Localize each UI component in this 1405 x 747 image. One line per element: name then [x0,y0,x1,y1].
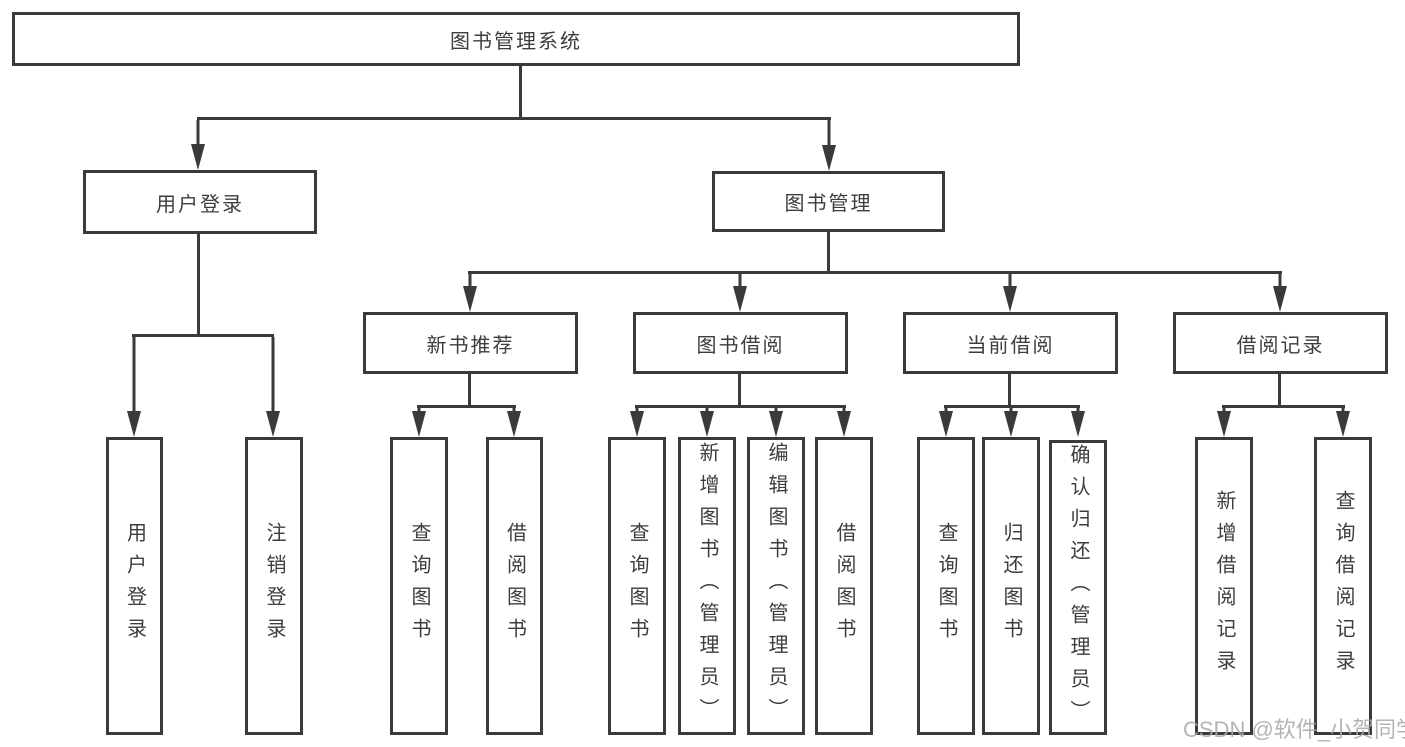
node-label: 借阅记录 [1236,334,1325,357]
node-label: 图书管理系统 [450,30,582,53]
connector-arrow [266,337,280,437]
leaf-query-books-borrow: 查询图书 [608,437,666,735]
leaf-label: 查询图书 [626,522,648,650]
leaf-logout: 注销登录 [245,437,303,735]
node-user-login: 用户登录 [83,170,317,234]
connector-line [197,117,831,120]
leaf-return-books: 归还图书 [982,437,1040,735]
node-book-management: 图书管理 [712,171,945,232]
leaf-label: 归还图书 [1000,522,1022,650]
connector-line [468,271,1282,274]
node-current-borrowing: 当前借阅 [903,312,1118,374]
connector-arrow [822,120,836,171]
connector-line [519,66,522,119]
connector-line [132,334,274,337]
node-new-book-recommend: 新书推荐 [363,312,578,374]
connector-line [738,373,741,408]
leaf-label: 借阅图书 [833,522,855,650]
connector-line [468,373,471,408]
connector-arrow [191,120,205,170]
leaf-query-borrow-record: 查询借阅记录 [1314,437,1372,735]
connector-line [1008,373,1011,408]
connector-arrow [1217,408,1231,437]
leaf-label: 新增图书（管理员） [696,442,718,730]
leaf-query-books-current: 查询图书 [917,437,975,735]
connector-line [1222,405,1345,408]
connector-arrow [733,274,747,312]
connector-line [944,405,1080,408]
leaf-user-login: 用户登录 [106,437,163,735]
node-label: 当前借阅 [966,334,1055,357]
connector-line [827,232,830,274]
connector-arrow [1004,408,1018,437]
leaf-label: 注销登录 [263,522,285,650]
connector-arrow [463,274,477,312]
connector-arrow [127,337,141,437]
leaf-label: 编辑图书（管理员） [765,442,787,730]
leaf-query-books-recommend: 查询图书 [390,437,448,735]
leaf-label: 借阅图书 [503,522,526,650]
node-label: 用户登录 [156,193,244,216]
connector-arrow [1071,408,1085,437]
leaf-edit-books-admin: 编辑图书（管理员） [747,437,805,735]
connector-arrow [1336,408,1350,437]
connector-arrow [837,408,851,437]
connector-arrow [1003,274,1017,312]
leaf-label: 查询借阅记录 [1332,490,1354,682]
node-book-borrowing: 图书借阅 [633,312,848,374]
leaf-label: 新增借阅记录 [1213,490,1235,682]
node-borrowing-records: 借阅记录 [1173,312,1388,374]
leaf-label: 确认归还（管理员） [1067,443,1089,732]
csdn-watermark: CSDN @软件_小贺同学 [1183,717,1405,742]
connector-arrow [412,408,426,437]
leaf-borrow-books-recommend: 借阅图书 [486,437,543,735]
leaf-borrow-books: 借阅图书 [815,437,873,735]
leaf-label: 查询图书 [408,522,430,650]
connector-arrow [507,408,521,437]
node-library-management-system: 图书管理系统 [12,12,1020,66]
connector-arrow [700,408,714,437]
node-label: 图书管理 [784,193,873,215]
connector-line [635,405,846,408]
connector-arrow [1273,274,1287,312]
connector-line [197,234,200,337]
connector-line [1278,373,1281,408]
connector-arrow [769,408,783,437]
leaf-label: 用户登录 [123,522,146,650]
leaf-label: 查询图书 [935,522,957,650]
node-label: 图书借阅 [696,334,785,357]
leaf-confirm-return-admin: 确认归还（管理员） [1049,440,1107,735]
node-label: 新书推荐 [426,334,515,357]
connector-arrow [939,408,953,437]
connector-arrow [630,408,644,437]
connector-line [417,405,516,408]
leaf-add-books-admin: 新增图书（管理员） [678,437,736,735]
leaf-add-borrow-record: 新增借阅记录 [1195,437,1253,735]
